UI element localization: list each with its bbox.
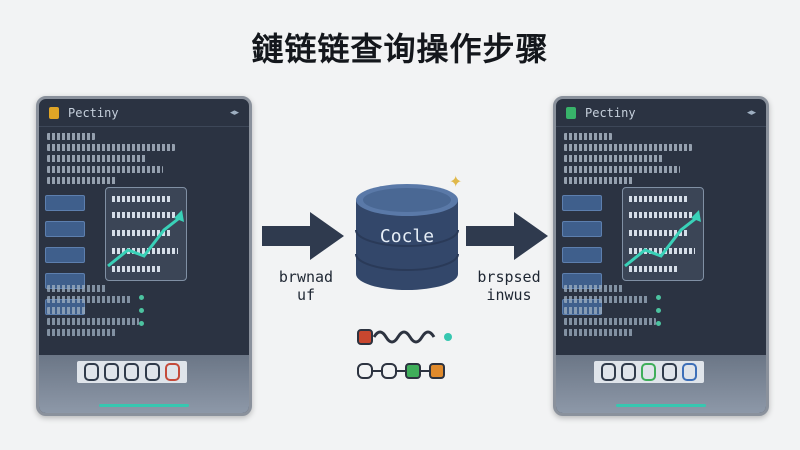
left-arrow-label: brwnad uf xyxy=(246,268,366,304)
left-device-title: Pectiny xyxy=(68,105,119,120)
nav-arrows-icon[interactable]: ◂▸ xyxy=(229,107,239,118)
right-arrow-label-line2: inwus xyxy=(486,286,532,304)
sparkle-icon: ✦ xyxy=(449,172,463,191)
lower-code-lines xyxy=(564,285,656,340)
left-arrow-label-line1: brwnad xyxy=(278,268,334,286)
page-title: 鏈链链查询操作步骤 xyxy=(251,30,549,68)
connector-dots xyxy=(656,295,664,334)
chart-panel xyxy=(105,187,187,281)
right-device-title: Pectiny xyxy=(585,105,636,120)
trend-line-icon xyxy=(107,210,184,268)
nav-arrows-icon[interactable]: ◂▸ xyxy=(746,107,756,118)
doc-icon xyxy=(49,106,59,119)
chart-panel xyxy=(622,187,704,281)
chain-links xyxy=(77,361,187,383)
connector-dots xyxy=(139,295,147,334)
accent-bar xyxy=(616,404,706,407)
right-arrow-icon xyxy=(262,212,344,260)
code-lines xyxy=(564,133,692,188)
doc-icon xyxy=(566,106,576,119)
code-lines xyxy=(47,133,175,188)
right-arrow-label: brspsed inwus xyxy=(449,268,569,304)
chain-links xyxy=(594,361,704,383)
left-device-screen: Pectiny ◂▸ xyxy=(36,96,252,416)
sequence-chain-icon xyxy=(357,329,452,379)
right-device-screen: Pectiny ◂▸ xyxy=(553,96,769,416)
left-device-header: Pectiny ◂▸ xyxy=(39,99,249,127)
accent-bar xyxy=(99,404,189,407)
database-icon xyxy=(355,184,459,290)
database-label: Cocle xyxy=(379,226,435,247)
right-device-header: Pectiny ◂▸ xyxy=(556,99,766,127)
right-arrow-icon-2 xyxy=(466,212,548,260)
lower-code-lines xyxy=(47,285,139,340)
right-arrow-label-line1: brspsed xyxy=(477,268,541,286)
left-arrow-label-line2: uf xyxy=(296,286,316,304)
trend-line-icon xyxy=(624,210,701,268)
